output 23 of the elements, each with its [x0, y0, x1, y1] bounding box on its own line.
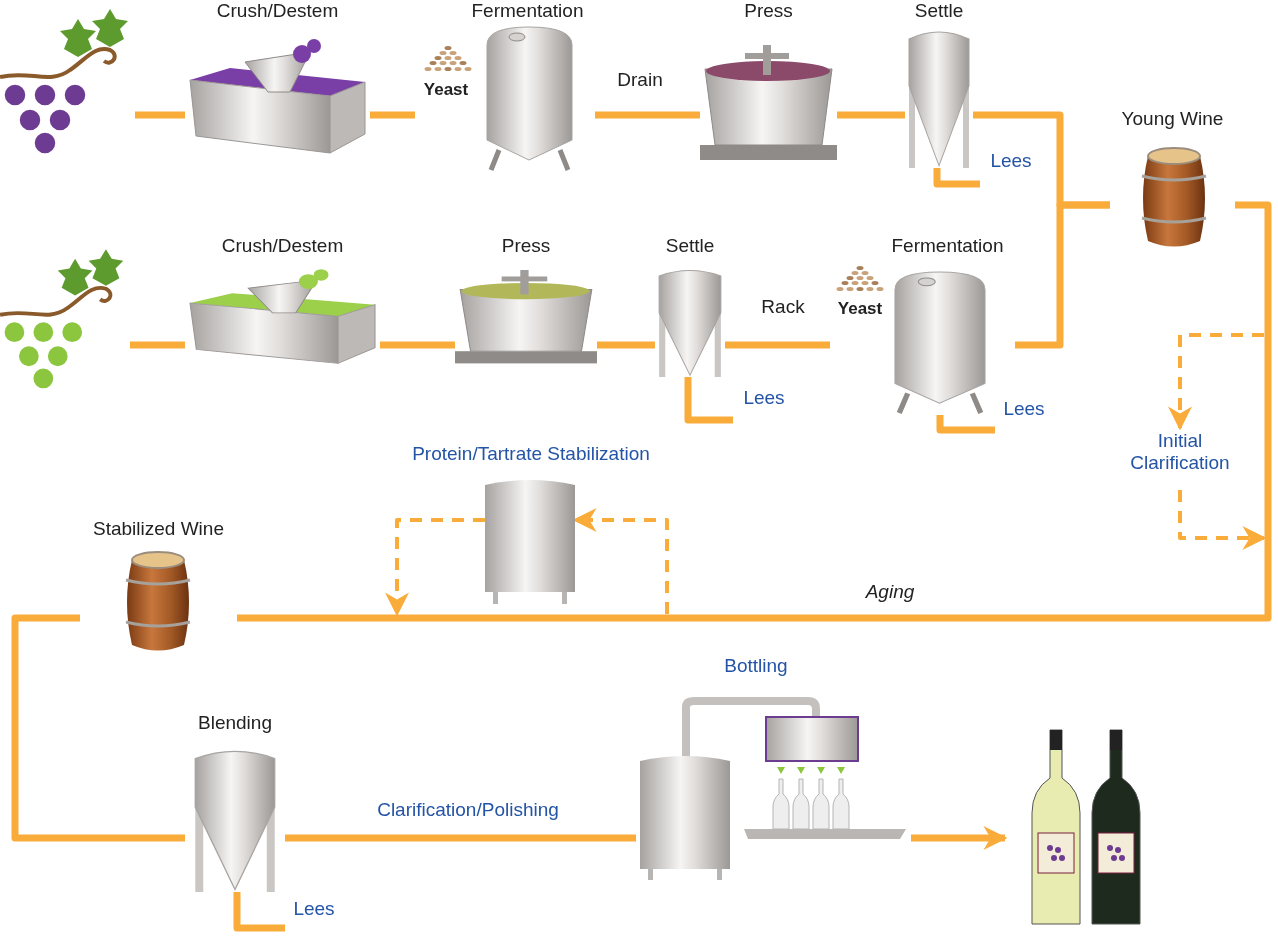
step-label: Young Wine: [1120, 108, 1225, 130]
process-label: Lees: [292, 898, 336, 920]
process-label: Initial Clarification: [1129, 430, 1231, 474]
step-label: Crush/Destem: [215, 0, 340, 22]
step-label: Press: [743, 0, 794, 22]
process-label: Protein/Tartrate Stabilization: [411, 443, 651, 465]
step-label: Crush/Destem: [220, 235, 345, 257]
process-label: Lees: [989, 150, 1033, 172]
step-label: Blending: [197, 712, 273, 734]
step-label: Settle: [664, 235, 716, 257]
step-label: Settle: [913, 0, 965, 22]
step-label: Stabilized Wine: [92, 518, 225, 540]
dashed-arrow: [385, 518, 485, 617]
dashed-arrow: [1168, 333, 1264, 431]
process-label: Lees: [1002, 398, 1046, 420]
step-label: Press: [500, 235, 552, 257]
ingredient-label: Yeast: [422, 80, 470, 100]
step-label: Fermentation: [890, 235, 1005, 257]
step-label: Fermentation: [470, 0, 585, 22]
process-label: Bottling: [723, 655, 789, 677]
process-label: Lees: [742, 387, 786, 409]
dashed-arrow: [1178, 490, 1267, 550]
ingredient-label: Yeast: [836, 299, 884, 319]
